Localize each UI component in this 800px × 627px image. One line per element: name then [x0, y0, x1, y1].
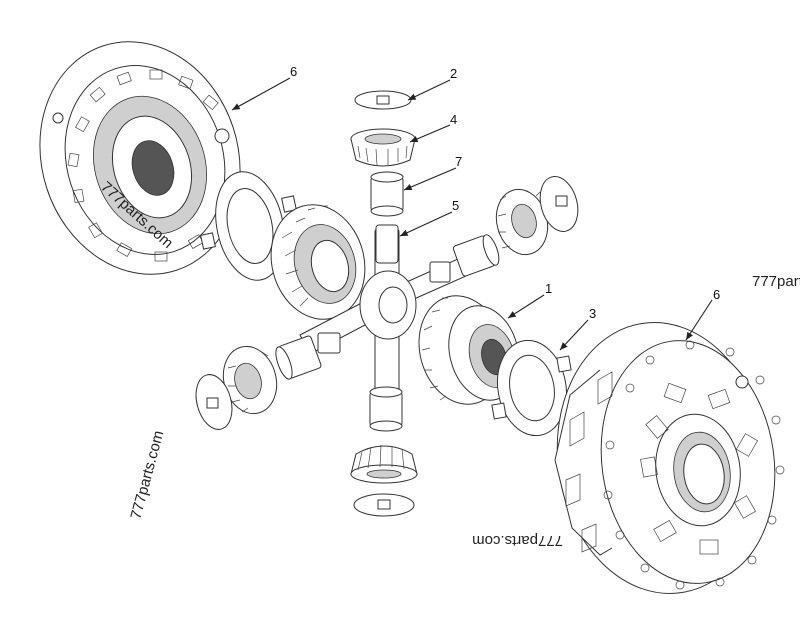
callout-2: 2 [450, 66, 457, 81]
watermark-lower-left: 777parts.com [127, 429, 167, 521]
callout-3: 3 [589, 306, 596, 321]
thrust-washer-left [200, 171, 297, 281]
case-half-right [554, 322, 785, 594]
pinion-gear-right [495, 188, 549, 256]
washer-lower [353, 493, 415, 517]
callout-7: 7 [455, 154, 462, 169]
pinion-gear-upper [350, 128, 416, 167]
case-half-left [39, 41, 241, 275]
washer-right [539, 176, 579, 232]
bushing-upper [370, 171, 404, 217]
side-gear-left [270, 204, 366, 320]
spider-cross [299, 224, 467, 419]
washer-upper [354, 90, 412, 110]
bushing-right [452, 234, 500, 277]
washer-left [195, 374, 233, 430]
watermark-right: 777part [752, 273, 800, 290]
pinion-gear-left [222, 345, 278, 415]
watermark-lower-center: 777parts.com [472, 532, 563, 549]
bushing-lower [369, 386, 403, 432]
callout-5: 5 [452, 198, 459, 213]
pinion-gear-lower [350, 444, 418, 484]
callout-1: 1 [545, 281, 552, 296]
callout-4: 4 [450, 112, 457, 127]
callout-lines [231, 77, 713, 351]
thrust-washer-right [491, 339, 572, 437]
callout-6-left: 6 [290, 64, 297, 79]
callout-labels: 6 2 4 7 5 1 3 6 [290, 64, 720, 321]
callout-6-right: 6 [713, 287, 720, 302]
bushing-left [275, 335, 322, 380]
